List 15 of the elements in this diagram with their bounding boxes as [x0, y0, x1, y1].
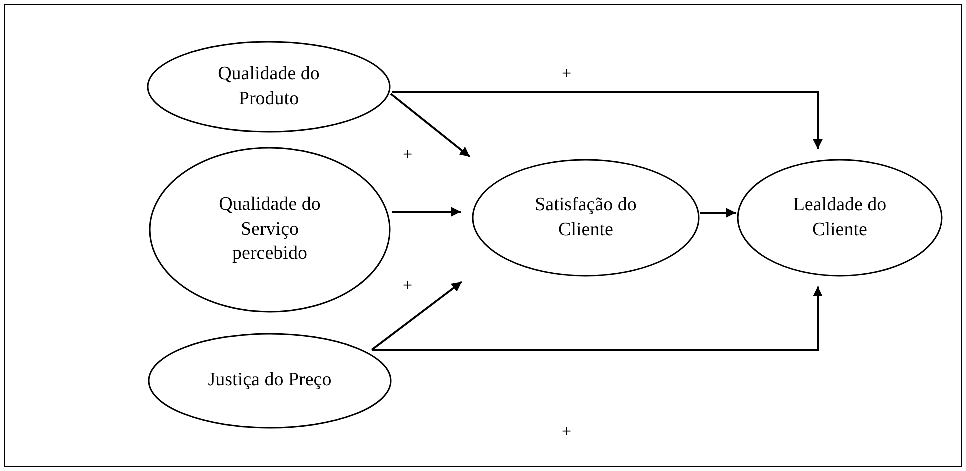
sign-label: + — [403, 276, 413, 296]
node-label: Justiça do Preço — [208, 368, 332, 393]
node-label: Lealdade do Cliente — [792, 193, 888, 242]
arrow — [371, 281, 463, 351]
node-label: Satisfação do Cliente — [534, 193, 638, 242]
arrow — [700, 208, 736, 218]
sign-label: + — [562, 64, 572, 84]
arrow — [392, 207, 461, 217]
arrow — [392, 91, 823, 150]
sign-label: + — [403, 145, 413, 165]
node-label: Qualidade do Produto — [217, 62, 321, 111]
arrow — [372, 286, 823, 351]
arrow — [390, 93, 471, 158]
sign-label: + — [562, 422, 572, 442]
node-label: Qualidade do Serviço percebido — [218, 192, 322, 266]
